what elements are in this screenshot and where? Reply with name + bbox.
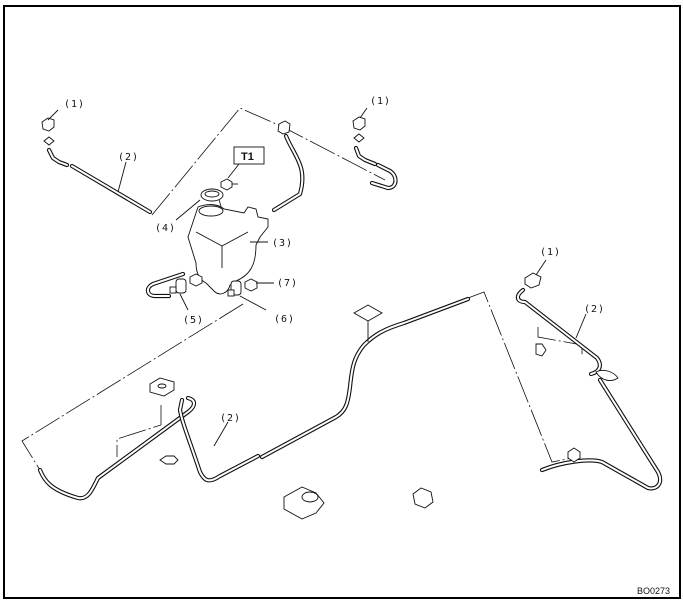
- callouts: (1) (1) (1) (2) (2) (2) (3) (4) (5) (6) …: [64, 96, 605, 424]
- nozzle-grommet-icon: [353, 133, 365, 143]
- leader-lines: [21, 107, 583, 471]
- torque-box: [233, 146, 265, 165]
- clip-icon: [535, 343, 547, 357]
- tank-neck: [198, 205, 224, 217]
- left-front-washer-assembly: [41, 117, 153, 215]
- torque-label: T1: [241, 151, 254, 163]
- hose-clip-icon: [412, 487, 434, 509]
- clamp-icon: [159, 455, 179, 465]
- grommet-icon: [189, 273, 203, 287]
- callout-3: (3): [272, 238, 293, 249]
- clip-icon: [149, 377, 175, 397]
- leader-rear-clip: [537, 327, 583, 357]
- washer-tank: T1: [187, 146, 269, 295]
- floor-marker-icon: [353, 304, 383, 322]
- callout-7: (7): [277, 278, 298, 289]
- rear-washer-assembly: [515, 272, 663, 491]
- callout-leaders: [47, 107, 587, 447]
- floor-clip-icon: [283, 486, 325, 520]
- callout-4: (4): [155, 223, 176, 234]
- washer-motors: [145, 271, 258, 299]
- callout-2: (2): [220, 413, 241, 424]
- hose-joint-icon: [277, 120, 291, 135]
- callout-2: (2): [118, 152, 139, 163]
- left-lower-hose: [37, 377, 261, 501]
- clip-icon: [567, 447, 581, 463]
- leader-clip-left: [116, 405, 162, 457]
- leader-floor-to-rear: [467, 291, 573, 463]
- callout-2: (2): [584, 304, 605, 315]
- diagram-frame: [3, 5, 681, 599]
- grommet-icon: [244, 278, 258, 292]
- reference-code: BO0273: [637, 586, 670, 596]
- bolt-icon: [220, 178, 233, 191]
- callout-6: (6): [274, 314, 295, 325]
- nozzle-icon: [524, 272, 542, 289]
- front-washer-motor: [175, 278, 187, 294]
- nozzle-icon: [41, 117, 55, 132]
- nozzle-grommet-icon: [43, 136, 55, 146]
- callout-1: (1): [540, 247, 561, 258]
- leader-front-hoses: [151, 107, 386, 216]
- floor-hose: [259, 296, 471, 520]
- nozzle-icon: [352, 116, 366, 131]
- callout-1: (1): [64, 99, 85, 110]
- right-front-washer-assembly: [271, 116, 398, 213]
- leader-motor-to-rear-hose: [21, 303, 244, 471]
- callout-1: (1): [370, 96, 391, 107]
- callout-5: (5): [183, 315, 204, 326]
- grommet-icon: [595, 369, 619, 381]
